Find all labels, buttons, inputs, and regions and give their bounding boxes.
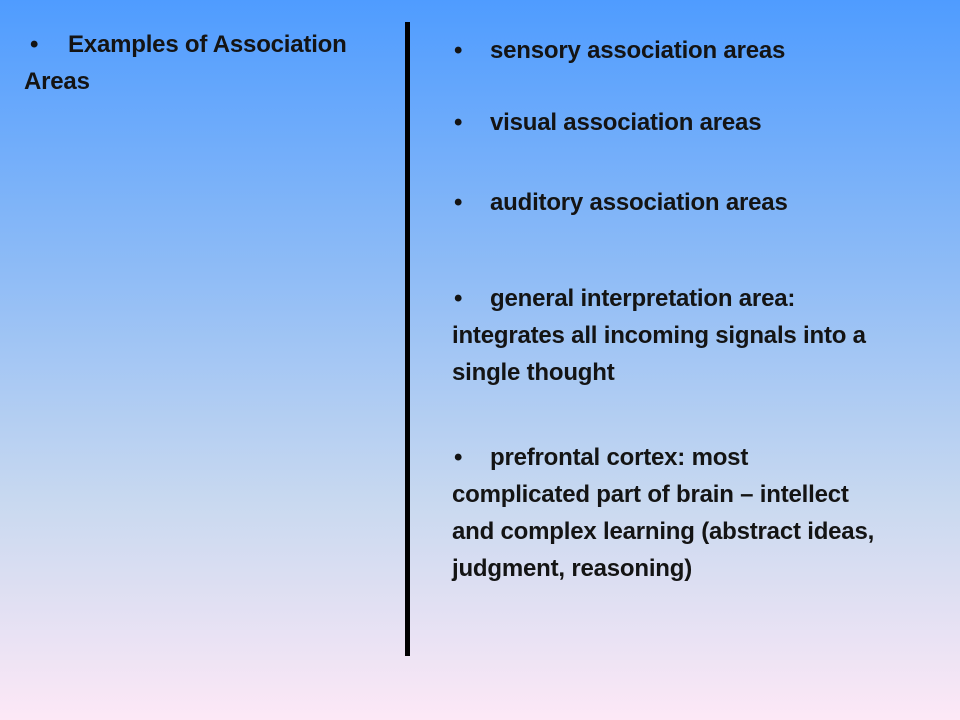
list-item-sensory: • sensory association areas <box>452 32 892 69</box>
bullet-icon: • <box>454 109 463 136</box>
list-item-visual: • visual association areas <box>452 104 892 141</box>
heading-text: Examples of Association Areas <box>24 31 347 95</box>
vertical-divider <box>405 22 410 656</box>
list-item-text: prefrontal cortex: most complicated part… <box>452 444 875 582</box>
list-item-prefrontal-cortex: •prefrontal cortex: most complicated par… <box>452 439 892 587</box>
bullet-icon: • <box>30 31 39 58</box>
list-item-general-interpretation: •general interpretation area: integrates… <box>452 280 892 391</box>
list-item-text: visual association areas <box>490 109 762 136</box>
bullet-icon: • <box>454 37 463 64</box>
bullet-icon: • <box>454 189 463 216</box>
list-item-text: sensory association areas <box>490 37 786 64</box>
left-heading: •Examples of Association Areas <box>24 26 354 100</box>
bullet-icon: • <box>454 285 463 312</box>
bullet-icon: • <box>454 444 463 471</box>
list-item-auditory: • auditory association areas <box>452 184 892 221</box>
list-item-text: general interpretation area: integrates … <box>452 285 866 386</box>
list-item-text: auditory association areas <box>490 189 788 216</box>
